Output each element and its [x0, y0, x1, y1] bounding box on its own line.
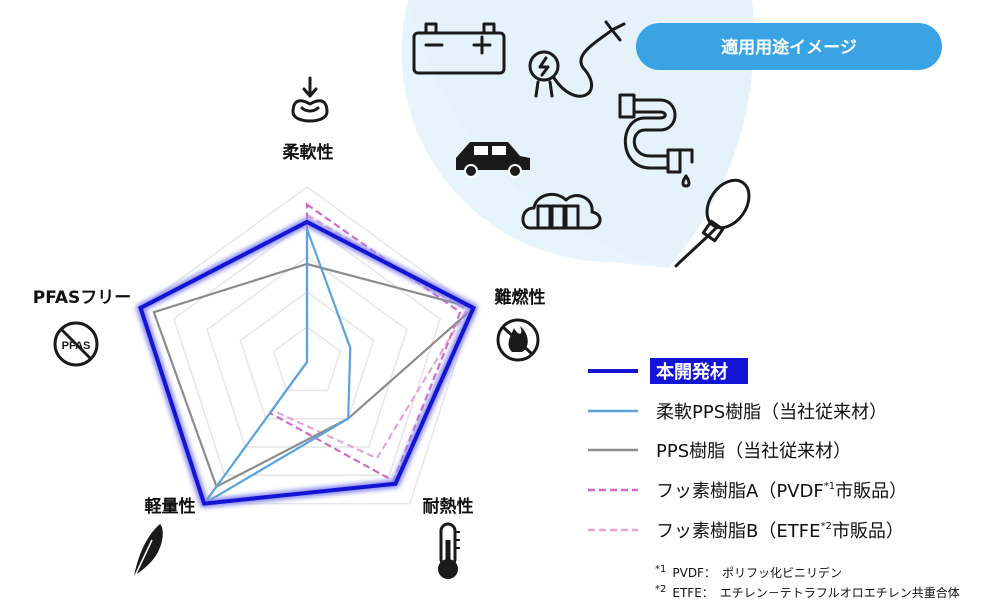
axis-label-heat-resistant: 耐熱性 [423, 496, 474, 517]
soft-cushion-icon [291, 76, 329, 123]
feather-icon [133, 524, 163, 579]
no-flame-icon [496, 318, 540, 362]
legend-highlight [650, 358, 748, 384]
axis-label-flame-retardant: 難燃性 [495, 287, 546, 308]
legend-item: 柔軟PPS樹脂（当社従来材） [656, 402, 887, 423]
legend-label: 本開発材 [656, 361, 728, 383]
pipe-faucet-icon [618, 93, 694, 188]
grid-ring [172, 221, 442, 477]
legend-item: PPS樹脂（当社従来材） [656, 441, 851, 462]
series-polygon [152, 262, 476, 489]
grid-ring [139, 186, 475, 505]
battery-icon [412, 22, 506, 75]
legend-label: 柔軟PPS樹脂（当社従来材） [656, 402, 887, 423]
series-polygon [138, 219, 477, 506]
axis-label-pfas-free: PFASフリー [33, 288, 132, 308]
axis-label-softness: 柔軟性 [283, 142, 334, 163]
application-badge: 適用用途イメージ [636, 23, 942, 70]
legend-item: 本開発材 [650, 358, 748, 384]
badge-label: 適用用途イメージ [721, 37, 857, 58]
legend-label: フッ素樹脂B（ETFE*2市販品） [656, 521, 904, 542]
ev-charger-cable-icon [528, 20, 626, 98]
legend-item: フッ素樹脂A（PVDF*1市販品） [656, 481, 907, 502]
car-icon [456, 142, 530, 178]
cable-tie-icon [674, 178, 751, 268]
cloud-server-icon [521, 192, 602, 230]
grid-ring [272, 326, 342, 392]
thermometer-icon [438, 522, 460, 579]
grid-ring [206, 256, 408, 448]
legend-label: フッ素樹脂A（PVDF*1市販品） [656, 481, 907, 502]
axis-label-lightweight: 軽量性 [145, 496, 196, 517]
radar-chart [136, 186, 478, 509]
series-polygon [203, 228, 352, 505]
no-pfas-icon: PFAS [53, 321, 99, 367]
radar-series [136, 202, 478, 509]
grid-ring [239, 291, 375, 420]
legend-item: フッ素樹脂B（ETFE*2市販品） [656, 521, 904, 542]
radar-grid [139, 186, 475, 505]
chart-legend: 本開発材 柔軟PPS樹脂（当社従来材） PPS樹脂（当社従来材） フッ素樹脂A（… [588, 358, 907, 542]
legend-label: PPS樹脂（当社従来材） [656, 441, 851, 462]
